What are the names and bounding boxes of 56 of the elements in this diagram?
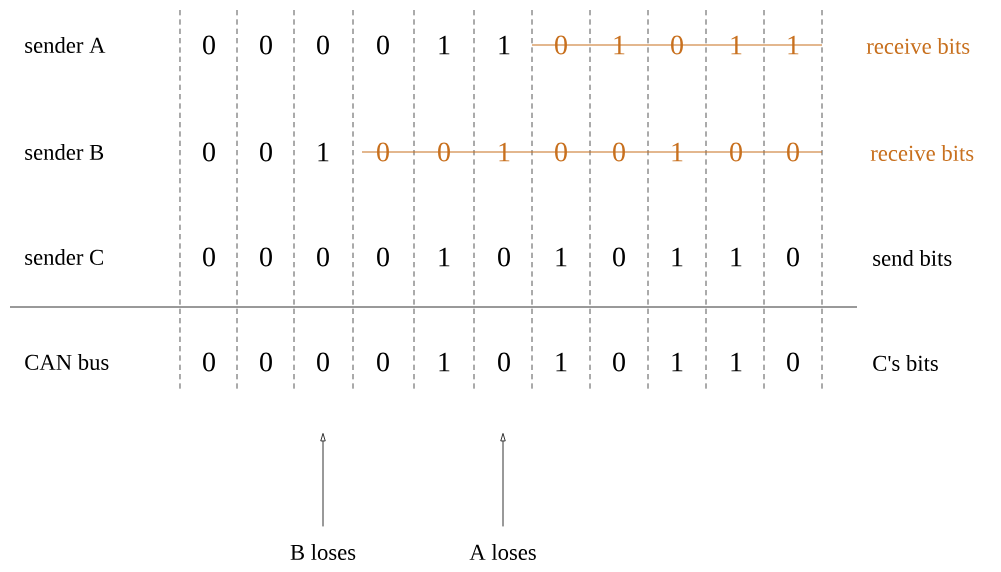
bit-digit: 0 <box>260 35 272 55</box>
caption-text: A loses <box>469 544 536 560</box>
bit-digit: 0 <box>787 352 799 372</box>
bit-digit: 0 <box>377 142 389 162</box>
bit-digit: 0 <box>203 247 215 267</box>
bit-digit: 0 <box>438 142 450 162</box>
row-label: sender C <box>25 249 103 265</box>
row-note: C's bits <box>873 355 938 371</box>
row-note: receive bits <box>866 38 970 54</box>
bit-digit: 0 <box>317 35 329 55</box>
row-note: receive bits <box>870 145 974 161</box>
bit-digit: 0 <box>787 247 799 267</box>
row-label: sender A <box>25 37 106 53</box>
row-label: CAN bus <box>25 354 109 370</box>
caption-text: B loses <box>290 544 356 560</box>
bit-digit: 1 <box>788 35 799 55</box>
bit-digit: 0 <box>613 247 625 267</box>
bit-digit: 0 <box>203 35 215 55</box>
bit-digit: 1 <box>556 352 567 372</box>
bit-digit: 0 <box>260 352 272 372</box>
bit-digit: 0 <box>377 247 389 267</box>
bit-digit: 1 <box>439 352 450 372</box>
bit-digit: 1 <box>439 247 450 267</box>
bit-digit: 0 <box>498 352 510 372</box>
bit-digit: 0 <box>613 352 625 372</box>
bit-digit: 0 <box>260 142 272 162</box>
bit-digit: 1 <box>318 142 329 162</box>
bit-digit: 0 <box>671 35 683 55</box>
bit-digit: 0 <box>730 142 742 162</box>
bit-digit: 0 <box>317 247 329 267</box>
bit-digit: 1 <box>672 352 683 372</box>
row-label: sender B <box>25 144 104 160</box>
bit-digit: 1 <box>439 35 450 55</box>
bit-digit: 0 <box>555 35 567 55</box>
bit-digit: 1 <box>499 142 510 162</box>
bit-digit: 1 <box>731 247 742 267</box>
bit-digit: 0 <box>203 142 215 162</box>
bit-digit: 0 <box>260 247 272 267</box>
bit-digit: 1 <box>556 247 567 267</box>
bit-digit: 1 <box>672 142 683 162</box>
bit-digit: 1 <box>499 35 510 55</box>
bit-digit: 0 <box>377 35 389 55</box>
bit-digit: 1 <box>731 35 742 55</box>
bit-digit: 0 <box>787 142 799 162</box>
bit-digit: 0 <box>377 352 389 372</box>
bit-digit: 1 <box>614 35 625 55</box>
arrow <box>500 433 506 527</box>
bit-digit: 0 <box>317 352 329 372</box>
bit-digit: 0 <box>498 247 510 267</box>
bit-digit: 0 <box>613 142 625 162</box>
arrow <box>320 433 326 527</box>
bit-digit: 0 <box>203 352 215 372</box>
bit-digit: 0 <box>555 142 567 162</box>
bit-digit: 1 <box>731 352 742 372</box>
row-note: send bits <box>873 250 952 266</box>
bit-digit: 1 <box>672 247 683 267</box>
